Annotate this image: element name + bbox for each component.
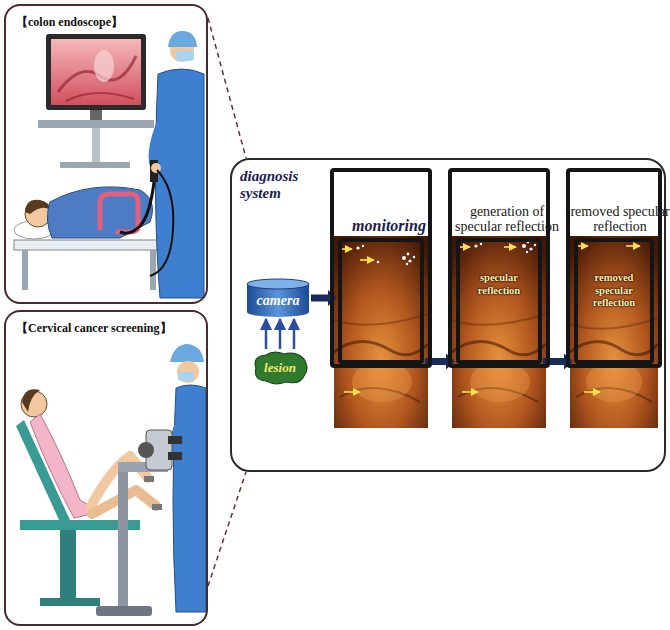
monitor-screen: generation of specular reflectionspecula… bbox=[448, 168, 550, 368]
system-title: diagnosis system bbox=[240, 168, 322, 201]
screen-frame: removed specular reflection bbox=[574, 238, 654, 364]
heading-area: removed specular reflection bbox=[570, 202, 670, 238]
endoscope-image bbox=[570, 236, 658, 428]
scene-title: 【colon endoscope】 bbox=[16, 14, 196, 31]
scene-panel: 【colon endoscope】 bbox=[4, 4, 208, 304]
colposcopy-scene bbox=[16, 344, 206, 616]
connector bbox=[266, 319, 294, 349]
dashed-leader bbox=[208, 472, 246, 586]
scene-panel: 【Cervical cancer screening】 bbox=[4, 310, 208, 626]
lesion-blob: lesion bbox=[250, 350, 310, 386]
dashed-leader bbox=[208, 18, 246, 158]
endoscope-image bbox=[452, 236, 546, 428]
system-panel: diagnosis systemcameralesionmonitoringge… bbox=[230, 158, 666, 472]
light-arrow bbox=[265, 319, 268, 349]
monitor-screen: removed specular reflectionremoved specu… bbox=[566, 168, 662, 368]
screen-note: removed specular reflection bbox=[582, 272, 646, 308]
lesion-outline bbox=[255, 352, 307, 384]
screen-note: specular reflection bbox=[464, 272, 534, 296]
connector bbox=[208, 472, 246, 586]
screen-heading: monitoring bbox=[338, 217, 440, 235]
heading-area: generation of specular reflection bbox=[445, 202, 569, 238]
connector bbox=[208, 18, 246, 158]
screen-heading: generation of specular reflection bbox=[445, 204, 569, 235]
endoscope-image bbox=[334, 236, 428, 428]
camera-cylinder: camera bbox=[246, 278, 310, 318]
screen-frame: specular reflection bbox=[456, 238, 542, 364]
screen-heading: removed specular reflection bbox=[570, 204, 670, 235]
light-arrow bbox=[293, 319, 296, 349]
screen-frame bbox=[338, 238, 424, 364]
camera-top bbox=[247, 279, 309, 289]
light-arrow bbox=[279, 319, 282, 349]
heading-area: monitoring bbox=[338, 202, 440, 238]
endoscopy-scene bbox=[14, 31, 204, 298]
monitor-screen: monitoring bbox=[330, 168, 432, 368]
lesion-label: lesion bbox=[264, 360, 296, 376]
camera-base bbox=[247, 307, 309, 317]
scene-title: 【Cervical cancer screening】 bbox=[16, 320, 196, 337]
camera-label: camera bbox=[257, 288, 300, 309]
